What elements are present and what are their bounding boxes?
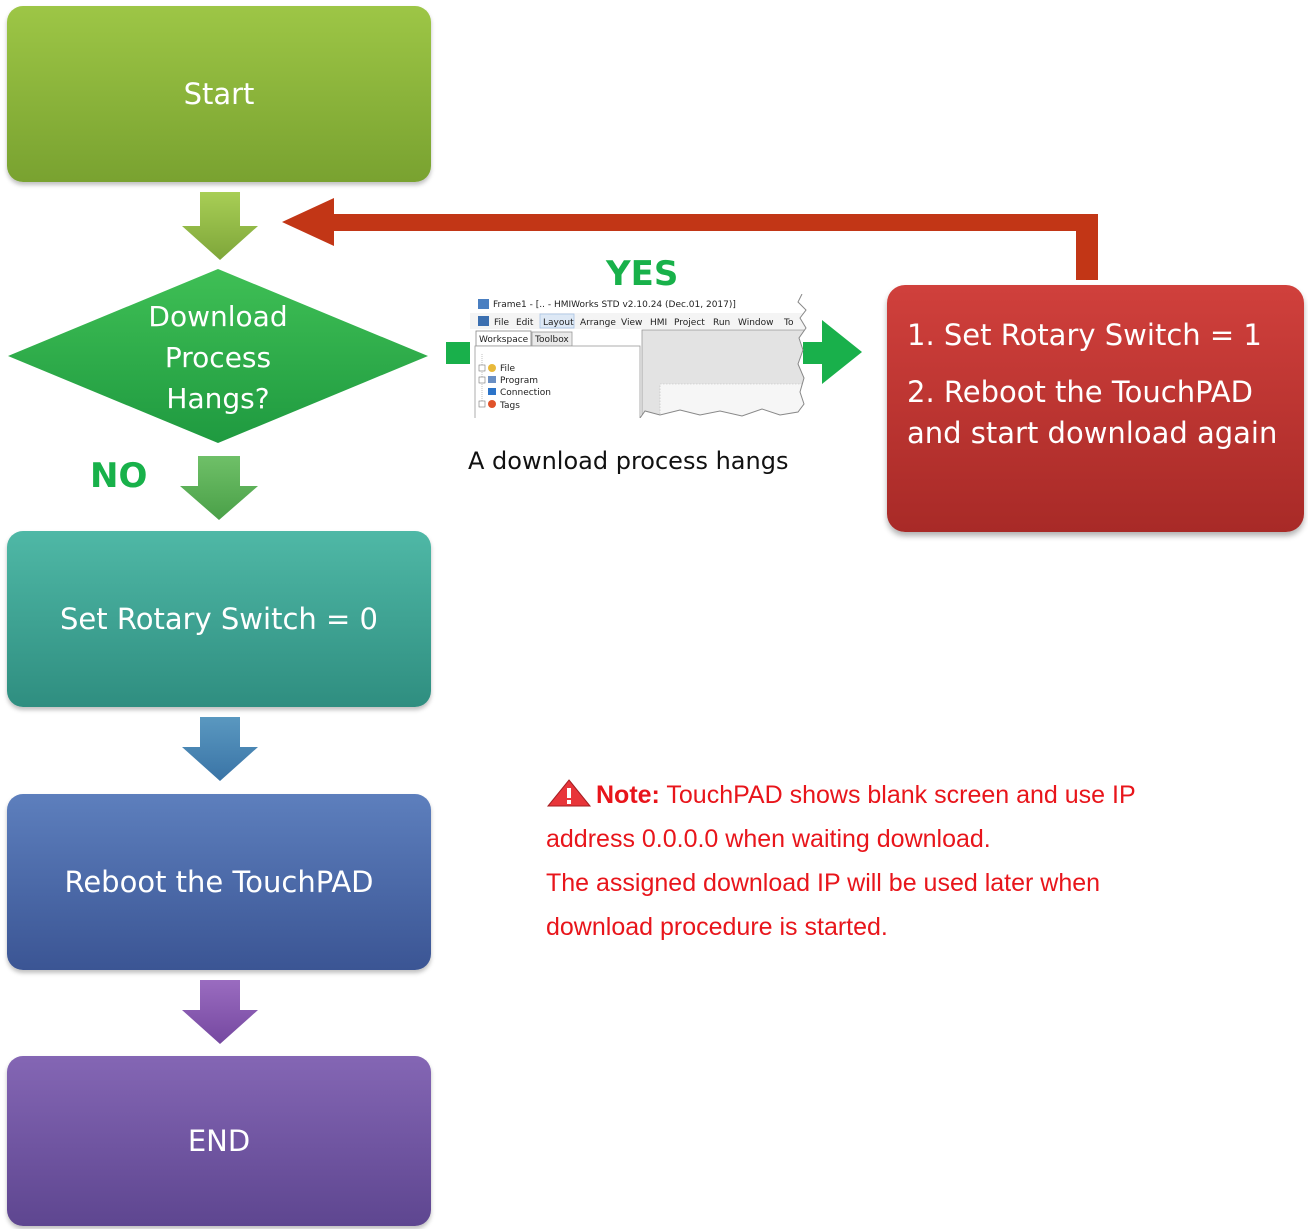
folder-icon — [488, 364, 496, 372]
set-rotary-zero-label: Set Rotary Switch = 0 — [60, 602, 378, 636]
reboot-label: Reboot the TouchPAD — [64, 865, 374, 899]
down-arrow-2 — [180, 456, 258, 520]
note-block: Note: TouchPAD shows blank screen and us… — [546, 773, 1206, 949]
reboot-box: Reboot the TouchPAD — [7, 794, 431, 970]
menu-window[interactable]: Window — [738, 318, 774, 328]
tab-workspace[interactable]: Workspace — [479, 335, 529, 345]
end-box: END — [7, 1056, 431, 1226]
hmiworks-screenshot: Frame1 - [.. - HMIWorks STD v2.10.24 (De… — [470, 294, 810, 418]
action-step-1: 1. Set Rotary Switch = 1 — [907, 318, 1262, 352]
down-arrow-1 — [182, 192, 258, 260]
expand-tags-icon[interactable] — [478, 400, 486, 408]
tree-program[interactable]: Program — [500, 376, 538, 386]
note-label: Note: — [596, 781, 660, 809]
action-step-2: 2. Reboot the TouchPAD and start downloa… — [907, 375, 1278, 450]
menu-arrange[interactable]: Arrange — [580, 318, 616, 328]
loop-back-arrow — [282, 198, 1098, 280]
no-label: NO — [90, 456, 148, 496]
down-arrow-3 — [182, 717, 258, 781]
note-line-1: Note: TouchPAD shows blank screen and us… — [546, 773, 1206, 861]
menu-edit[interactable]: Edit — [516, 318, 534, 328]
program-icon — [488, 376, 496, 383]
menu-project[interactable]: Project — [674, 318, 705, 328]
yes-arrow-head — [803, 320, 862, 384]
menu-run[interactable]: Run — [713, 318, 730, 328]
start-box: Start — [7, 6, 431, 182]
warning-icon — [546, 779, 592, 807]
recovery-action-box: 1. Set Rotary Switch = 1 2. Reboot the T… — [887, 285, 1304, 532]
down-arrow-4 — [182, 980, 258, 1044]
app-window-icon — [478, 299, 489, 309]
decision-line-1: Download — [148, 300, 288, 333]
yes-arrow-tail — [446, 342, 472, 364]
tab-toolbox[interactable]: Toolbox — [534, 335, 569, 345]
connection-icon — [488, 388, 496, 395]
menu-hmi[interactable]: HMI — [650, 318, 667, 328]
note-text-2: The assigned download IP will be used la… — [546, 869, 1101, 941]
set-rotary-zero-box: Set Rotary Switch = 0 — [7, 531, 431, 707]
decision-diamond — [8, 269, 428, 443]
menu-tools[interactable]: To — [783, 318, 794, 328]
tree-tags[interactable]: Tags — [499, 401, 520, 411]
tree-connection[interactable]: Connection — [500, 388, 551, 398]
screenshot-caption: A download process hangs — [468, 447, 789, 475]
menu-file[interactable]: File — [494, 318, 510, 328]
end-label: END — [187, 1124, 251, 1158]
expand-file-icon[interactable] — [478, 364, 486, 372]
decision-line-3: Hangs? — [166, 382, 270, 415]
tags-icon — [488, 400, 496, 408]
note-text-1: TouchPAD shows blank screen and use IP a… — [546, 781, 1136, 853]
decision-label: Download Process Hangs? — [118, 296, 318, 419]
screenshot-title: Frame1 - [.. - HMIWorks STD v2.10.24 (De… — [493, 300, 736, 310]
app-menu-icon — [478, 316, 489, 326]
start-label: Start — [183, 77, 255, 111]
expand-program-icon[interactable] — [478, 376, 486, 384]
tree-file[interactable]: File — [500, 364, 516, 374]
decision-line-2: Process — [164, 341, 272, 374]
yes-label: YES — [606, 254, 679, 294]
design-page — [659, 383, 806, 418]
menu-view[interactable]: View — [621, 318, 642, 328]
menu-layout[interactable]: Layout — [543, 318, 574, 328]
